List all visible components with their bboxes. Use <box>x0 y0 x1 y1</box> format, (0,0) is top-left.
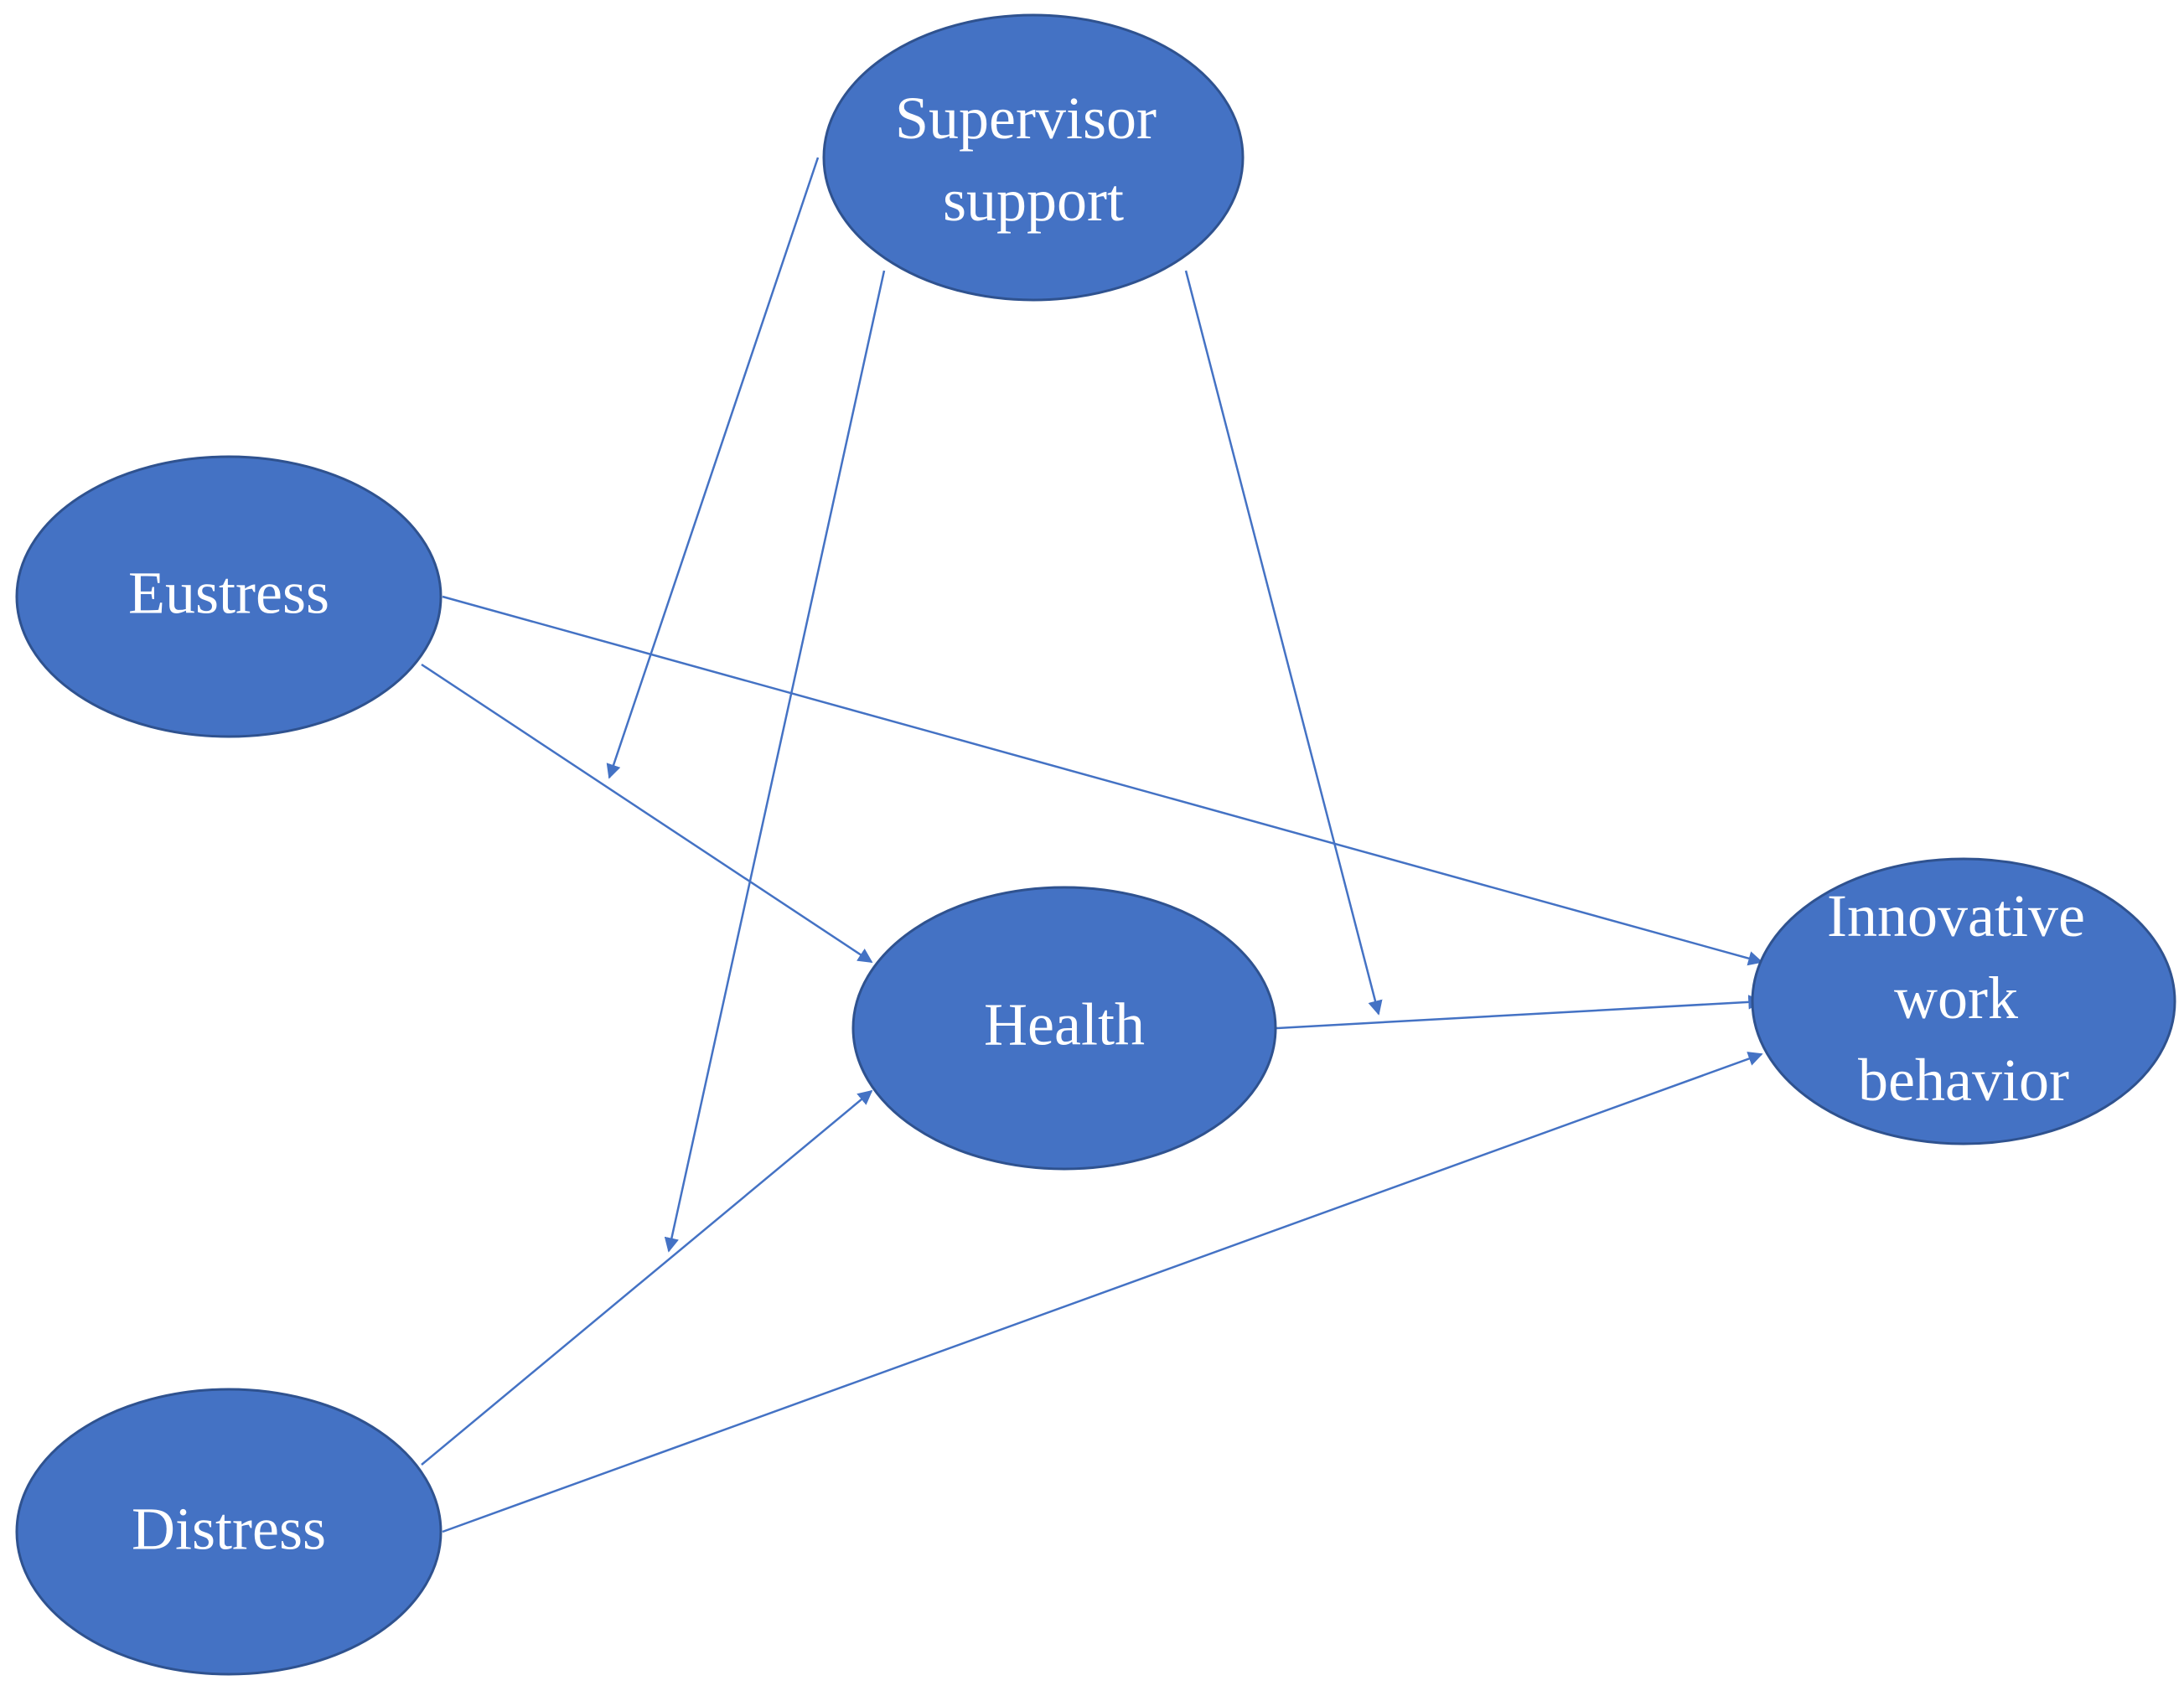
edge-supervisor-moderates-distress-health <box>664 270 886 1253</box>
node-health-label: Health <box>984 991 1145 1058</box>
node-innovative-label-line-2: work <box>1894 964 2018 1032</box>
node-innovative-label-line-1: Innovative <box>1827 882 2085 949</box>
edge-distress-to-health <box>421 1089 873 1466</box>
node-supervisor-support-label: Supervisor support <box>895 85 1172 234</box>
edge-supervisor-moderates-eustress-health <box>606 157 820 779</box>
node-supervisor-support-shape <box>822 13 1245 302</box>
node-innovative-label-line-3: behavior <box>1858 1047 2069 1114</box>
node-innovative-work-behavior-shape <box>1751 857 2176 1145</box>
edge-health-to-innovative <box>1276 995 1763 1030</box>
edge-supervisor-moderates-health-innovative <box>1184 270 1383 1016</box>
node-health-shape <box>851 886 1277 1171</box>
node-distress-label: Distress <box>132 1496 326 1563</box>
node-health: Health <box>851 886 1277 1171</box>
node-supervisor-support: Supervisor support <box>822 13 1245 302</box>
node-supervisor-support-label-line-1: Supervisor <box>895 85 1157 152</box>
edges <box>421 157 1763 1533</box>
edge-distress-to-innovative <box>442 1052 1763 1533</box>
node-eustress-shape <box>15 455 442 738</box>
node-innovative-work-behavior: Innovative work behavior <box>1751 857 2176 1145</box>
node-supervisor-support-label-line-2: support <box>943 167 1124 234</box>
node-eustress-label: Eustress <box>128 560 329 627</box>
edge-eustress-to-health <box>421 663 873 964</box>
node-innovative-work-behavior-label: Innovative work behavior <box>1827 882 2100 1114</box>
node-distress: Distress <box>15 1388 442 1676</box>
edge-eustress-to-innovative <box>442 595 1763 966</box>
node-eustress: Eustress <box>15 455 442 738</box>
node-distress-shape <box>15 1388 442 1676</box>
